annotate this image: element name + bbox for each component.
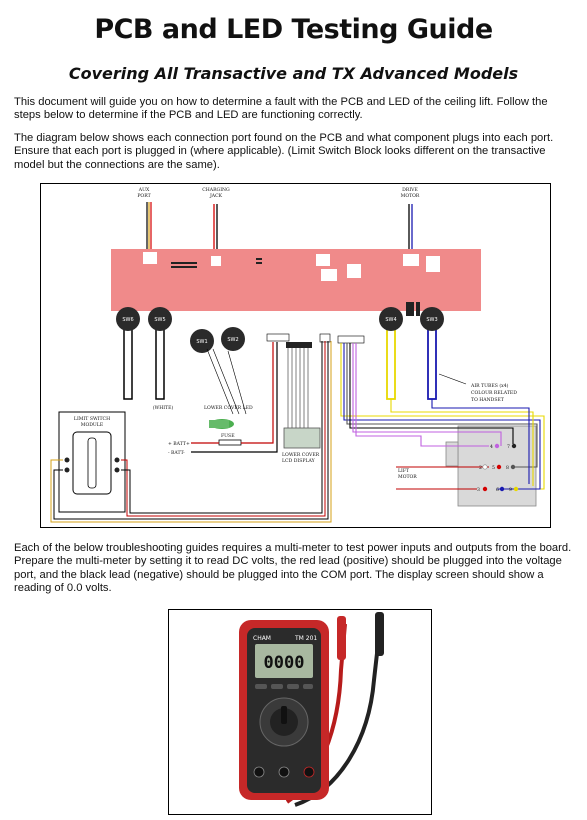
voltage-port[interactable] [278, 766, 290, 778]
air-tubes-line2: COLOUR RELATED [471, 390, 517, 396]
svg-text:3: 3 [477, 487, 480, 493]
switch-sw3-label: SW3 [426, 317, 437, 323]
switch-sw6: SW6 [116, 307, 140, 400]
lcd-ribbon-connector [286, 342, 312, 348]
handset-socket [445, 425, 537, 507]
com-port[interactable] [253, 766, 265, 778]
batt-neg-label: - BATT- [168, 450, 185, 456]
svg-text:7: 7 [507, 444, 510, 450]
charging-jack-label-line2: JACK [209, 193, 223, 199]
limit-switch-module [58, 411, 126, 513]
switch-sw4-label: SW4 [385, 317, 396, 323]
limit-switch-label-line2: MODULE [81, 422, 103, 428]
red-probe [337, 616, 346, 660]
switch-sw1-label: SW1 [196, 339, 207, 345]
svg-text:9: 9 [509, 487, 512, 493]
switch-sw1: SW1 [190, 329, 214, 353]
amp-port[interactable] [303, 766, 315, 778]
switch-sw3: SW3 [420, 307, 444, 400]
switch-sw6-label: SW6 [122, 317, 133, 323]
lift-motor-line1: LIFT [398, 468, 410, 474]
meter-reading: 0000 [264, 653, 305, 673]
multimeter-svg: CHAM TM 201 0000 [239, 612, 384, 807]
svg-text:5: 5 [492, 465, 495, 471]
charging-connector [211, 256, 221, 266]
drive-motor-label-line1: DRIVE [402, 187, 418, 193]
charging-wires [213, 204, 218, 254]
lcd-ribbon [287, 348, 309, 429]
limit-switch-label-line1: LIMIT SWITCH [74, 416, 110, 422]
drive-motor-wires [408, 204, 413, 254]
header-pins [171, 262, 197, 268]
switch-sw4: SW4 [379, 307, 403, 400]
svg-text:8: 8 [506, 465, 509, 471]
page-title: PCB and LED Testing Guide [94, 14, 493, 45]
aux-wires [146, 202, 152, 254]
black-probe [375, 612, 384, 656]
switch-sw2: SW2 [221, 327, 245, 351]
switch-sw5-label: SW5 [154, 317, 165, 323]
meter-buttons [255, 684, 313, 689]
svg-text:6: 6 [496, 487, 499, 493]
aux-port-label-line2: PORT [137, 193, 151, 199]
lower-cover-led [206, 348, 247, 429]
switch-sw5: SW5 [148, 307, 172, 400]
svg-text:4: 4 [490, 444, 493, 450]
switch-sw2-label: SW2 [227, 337, 238, 343]
handset-pins: 2 3 4 5 6 7 8 9 1 [477, 443, 519, 493]
limit-switch-wires [50, 341, 332, 523]
white-label: (WHITE) [153, 404, 174, 411]
aux-connector [143, 252, 157, 264]
drive-motor-connector [403, 254, 419, 266]
intro-paragraph-2: The diagram below shows each connection … [14, 132, 554, 171]
drive-motor-label-line2: MOTOR [401, 193, 420, 199]
multimeter-photo: CHAM TM 201 0000 [168, 609, 432, 815]
page-subtitle: Covering All Transactive and TX Advanced… [68, 64, 519, 83]
handset-wires [340, 343, 545, 490]
lift-motor-line2: MOTOR [398, 474, 417, 480]
air-tubes-line3: TO HANDSET [471, 397, 505, 403]
air-tubes-line1: AIR TUBES (x4) [470, 382, 509, 389]
fuse-label: FUSE [221, 433, 235, 439]
multimeter-instructions: Each of the below troubleshooting guides… [14, 542, 572, 595]
meter-brand: CHAM [253, 635, 271, 642]
charging-jack-label-line1: CHARGING [202, 187, 230, 193]
intro-paragraph-1: This document will guide you on how to d… [14, 96, 548, 122]
svg-text:2: 2 [479, 465, 482, 471]
meter-model: TM 201 [294, 635, 317, 642]
pcb-board [111, 249, 481, 311]
lcd-display [283, 427, 321, 449]
fuse [218, 439, 242, 446]
lcd-label-line2: LCD DISPLAY [282, 458, 316, 464]
lcd-label-line1: LOWER COVER [282, 452, 320, 458]
aux-port-label-line1: AUX [138, 187, 150, 193]
lower-cover-led-label: LOWER COVER LED [204, 405, 253, 411]
batt-pos-label: + BATT+ [168, 441, 190, 447]
meter-display [255, 644, 313, 678]
